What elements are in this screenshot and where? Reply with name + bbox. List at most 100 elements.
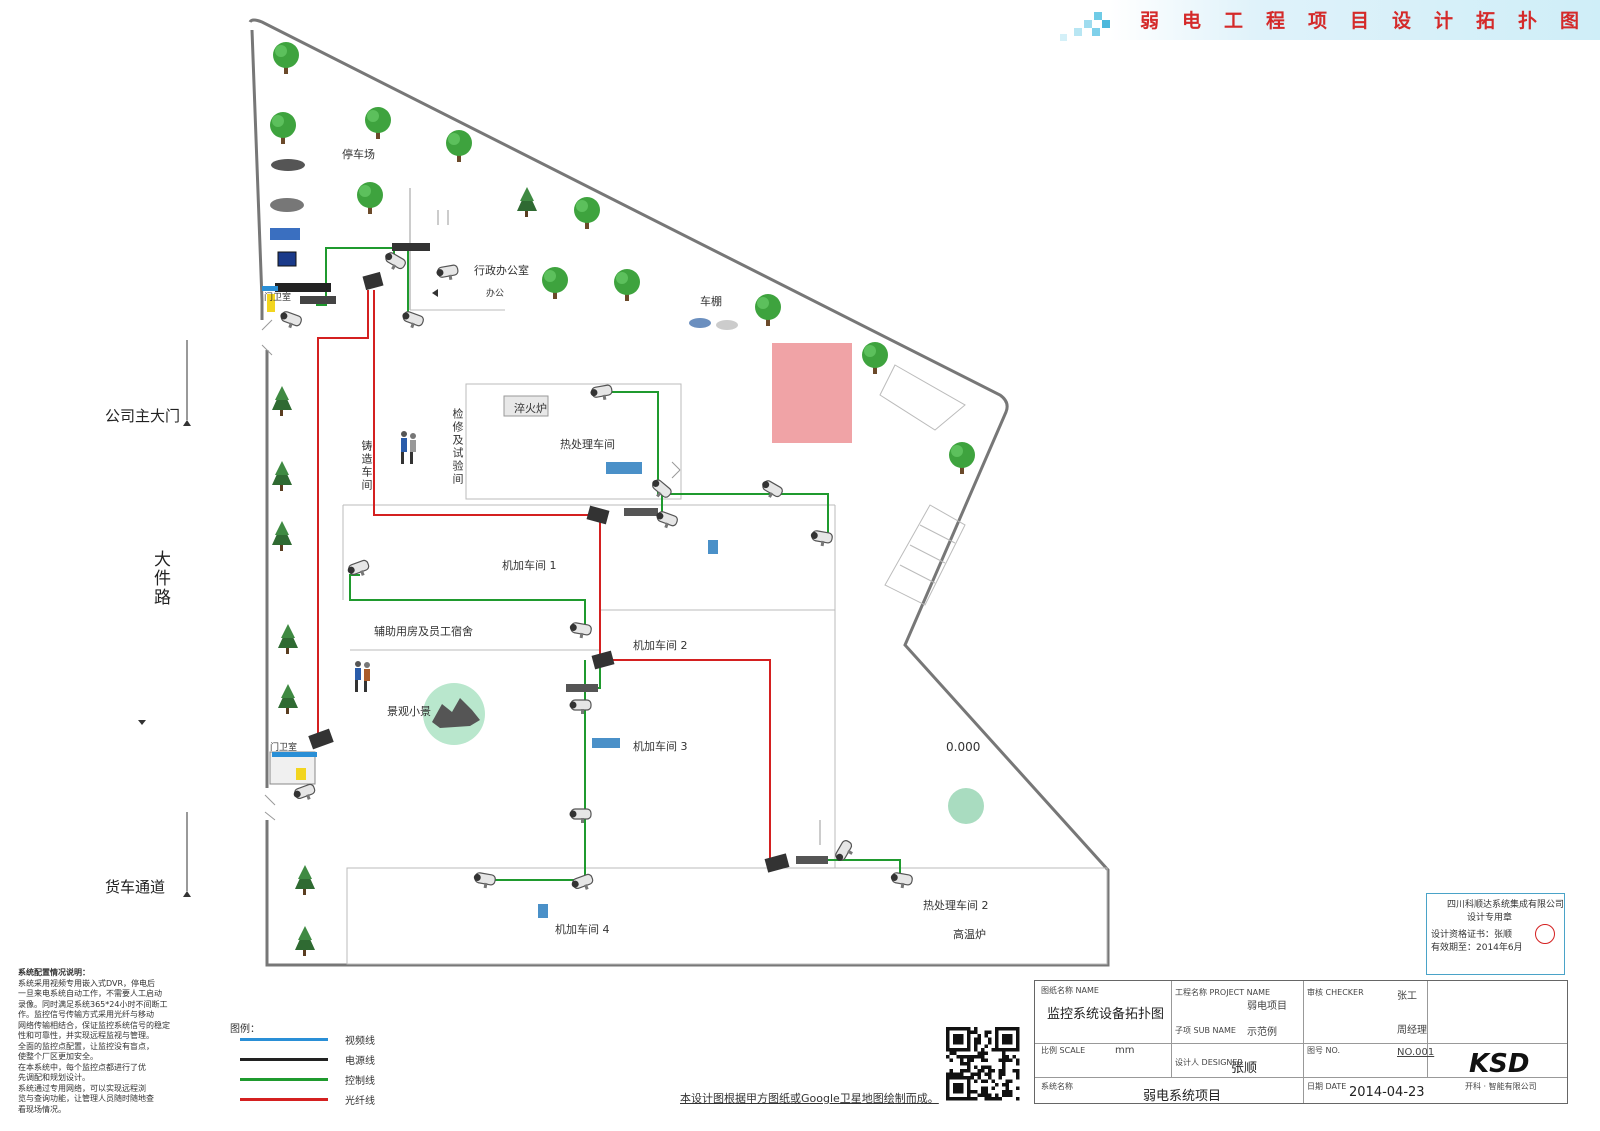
switch-device <box>300 296 336 304</box>
machine-device <box>606 462 642 474</box>
notes-line: 先调配和规划设计。 <box>18 1073 90 1082</box>
guard1-label: 门卫室 <box>264 293 292 303</box>
project-value: 弱电项目 <box>1247 1001 1287 1012</box>
pine-tree-icon <box>278 684 298 714</box>
title-banner <box>1110 0 1600 40</box>
system-label: 系统名称 <box>1041 1082 1073 1091</box>
camera-icon <box>571 873 594 890</box>
green-marker <box>948 788 984 824</box>
quench-label: 淬火炉 <box>514 402 547 415</box>
notes-line: 一旦来电系统自动工作，不需要人工启动 <box>18 989 162 998</box>
heat2-label: 热处理车间 2 <box>923 899 989 912</box>
tree-icon <box>446 130 472 162</box>
legend-line-swatch <box>240 1078 328 1081</box>
switch-device <box>796 856 828 864</box>
notes-line: 作。监控信号传输方式采用光纤与移动 <box>18 1010 154 1019</box>
tree-icon <box>614 269 640 301</box>
heat-treatment-building <box>465 383 682 500</box>
car-icon <box>270 198 304 212</box>
converter-device <box>362 271 384 291</box>
garden-label: 景观小景 <box>387 705 431 718</box>
road-label: 大件路 <box>150 550 170 607</box>
tree-icon <box>270 112 296 144</box>
converter-device <box>764 853 790 873</box>
camera-icon <box>347 559 370 576</box>
legend-label: 电源线 <box>345 1056 375 1067</box>
pink-zone <box>772 343 852 443</box>
pine-tree-icon <box>272 461 292 491</box>
guard2-label: 门卫室 <box>270 743 298 753</box>
source-note: 本设计图根据甲方图纸或Google卫星地图绘制而成。 <box>680 1092 939 1105</box>
monitor-device <box>277 251 297 267</box>
camera-icon <box>590 384 613 401</box>
legend-label: 控制线 <box>345 1076 375 1087</box>
main-gate-label: 公司主大门 <box>105 407 181 425</box>
furnace2-label: 高温炉 <box>953 928 986 941</box>
camera-icon <box>569 622 592 639</box>
pine-tree-icon <box>278 624 298 654</box>
notes-lines: 系统采用视频专用嵌入式DVR，停电后一旦来电系统自动工作，不需要人工启动录像。同… <box>18 979 178 1116</box>
notes-line: 使整个厂区更加安全。 <box>18 1052 98 1061</box>
design-stamp: 四川科顺达系统集成有限公司 设计专用章 设计资格证书：张顺 有效期至：2014年… <box>1426 893 1565 975</box>
legend-item: 控制线 <box>240 1072 460 1088</box>
office-label: 行政办公室 <box>474 264 529 277</box>
site-boundary <box>248 18 1110 967</box>
system-notes: 系统配置情况说明： 系统采用视频专用嵌入式DVR，停电后一旦来电系统自动工作，不… <box>18 968 178 1115</box>
tree-icon <box>357 182 383 214</box>
camera-icon <box>436 264 459 281</box>
stamp-line4: 有效期至：2014年6月 <box>1431 943 1523 953</box>
workshop-side-label: 铸造车间 <box>360 440 373 492</box>
pine-tree-icon <box>517 187 537 217</box>
garden-rocks <box>432 698 480 728</box>
parking-label: 停车场 <box>342 148 375 161</box>
inspection-label: 检修及试验间 <box>451 408 464 486</box>
machine-device <box>708 540 718 554</box>
stamp-line2: 设计专用章 <box>1467 913 1513 923</box>
sub-value: 示范例 <box>1247 1027 1277 1038</box>
company-logo: KSD <box>1469 1049 1530 1079</box>
machining2-label: 机加车间 2 <box>633 639 688 652</box>
fiber-lines <box>317 290 771 862</box>
notes-line: 看现场情况。 <box>18 1104 66 1114</box>
camera-icon <box>569 699 592 714</box>
company-line: 开科 · 智能有限公司 <box>1465 1082 1537 1091</box>
car-icon <box>716 320 738 330</box>
number-label: 图号 NO. <box>1307 1046 1341 1055</box>
notes-line: 网络传输相结合，保证监控系统信号的稳定 <box>18 1020 170 1030</box>
aux-rooms-label: 辅助用房及员工宿舍 <box>374 625 473 638</box>
nvr-device <box>275 283 331 292</box>
office-sub-label: 办公 <box>486 289 505 299</box>
stamp-line3: 设计资格证书：张顺 <box>1431 930 1513 940</box>
checker-label: 审核 CHECKER <box>1307 988 1364 997</box>
camera-icon <box>835 840 853 861</box>
banner-pixel-decoration <box>1056 12 1116 42</box>
switch-device <box>624 508 658 516</box>
camera-icon <box>810 530 833 547</box>
notes-line: 系统通过专用网络，可以实现远程浏 <box>18 1083 146 1093</box>
designer-label: 设计人 DESIGNER <box>1175 1058 1243 1067</box>
tree-icon <box>365 107 391 139</box>
legend-title: 图例： <box>230 1024 260 1035</box>
date-label: 日期 DATE <box>1307 1082 1347 1091</box>
pine-tree-icon <box>295 865 315 895</box>
people-icon <box>398 430 420 472</box>
machining4-label: 机加车间 4 <box>555 923 610 936</box>
seal-icon <box>1535 924 1555 944</box>
notes-line: 性和可靠性，并实现远程监视与管理。 <box>18 1031 154 1040</box>
car-icon <box>271 159 305 171</box>
sales-label: 车棚 <box>700 295 722 308</box>
tree-icon <box>755 294 781 326</box>
camera-icon <box>473 872 496 889</box>
notes-line: 在本系统中，每个监控点都进行了优 <box>18 1062 146 1072</box>
machine-device <box>592 738 620 748</box>
tree-icon <box>542 267 568 299</box>
furnace-box <box>503 395 549 417</box>
camera-icon <box>402 311 424 329</box>
scale-label: 比例 SCALE <box>1041 1046 1086 1055</box>
truck-icon <box>270 228 300 240</box>
pine-tree-icon <box>272 386 292 416</box>
approver-value: 周经理 <box>1397 1025 1427 1036</box>
tree-icon <box>574 197 600 229</box>
legend-line-swatch <box>240 1058 328 1061</box>
